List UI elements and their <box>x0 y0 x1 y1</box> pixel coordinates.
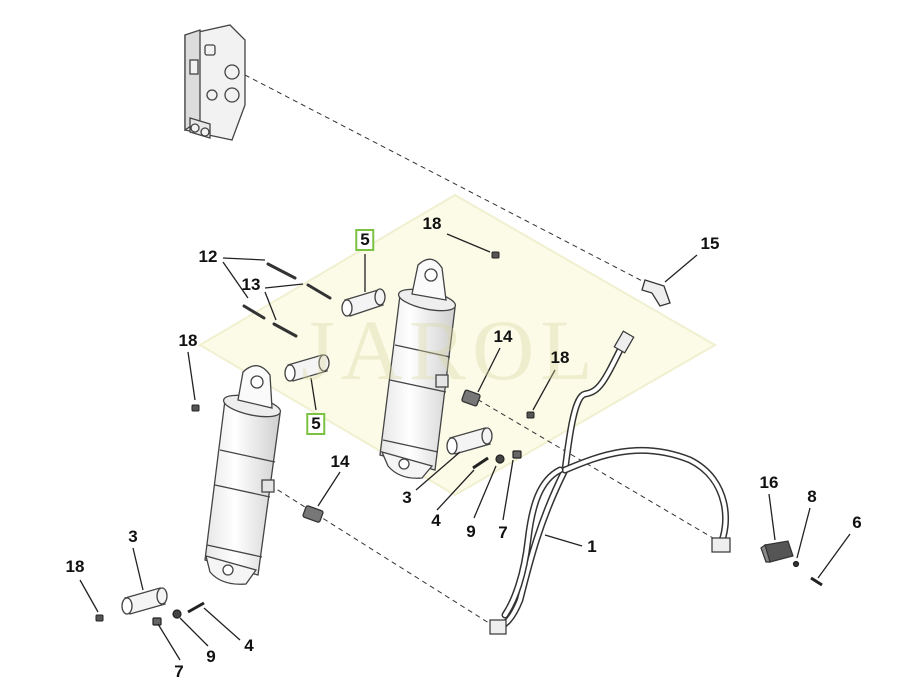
elbow-fitting-15 <box>641 279 671 307</box>
callout-16: 16 <box>759 473 779 492</box>
pin-3-lower <box>121 587 168 615</box>
watermark-diamond <box>198 193 718 497</box>
grease-nipples-18 <box>95 251 535 622</box>
callout-14-lower: 14 <box>330 452 350 471</box>
hydraulic-cylinder-left <box>204 365 282 585</box>
callout-18-left: 18 <box>178 331 198 350</box>
callout-18-bottom: 18 <box>65 557 85 576</box>
pin-3-upper <box>446 427 493 455</box>
callout-7-lower: 7 <box>174 662 184 681</box>
callout-1: 1 <box>587 537 597 556</box>
callout-15: 15 <box>700 234 720 253</box>
callout-14-upper: 14 <box>493 327 513 346</box>
small-hardware <box>152 450 823 626</box>
callout-5-upper-highlighted: 5 <box>355 229 375 251</box>
callout-18-top: 18 <box>422 214 442 233</box>
fitting-14-lower <box>302 505 324 523</box>
callout-5-lower-highlighted: 5 <box>306 413 326 435</box>
hydraulic-hoses <box>489 330 731 635</box>
pin-5-upper <box>341 288 386 317</box>
callout-8: 8 <box>807 487 817 506</box>
callout-7-upper: 7 <box>498 523 508 542</box>
callout-3-upper: 3 <box>402 488 412 507</box>
fitting-14-upper <box>461 389 481 407</box>
callout-9-upper: 9 <box>466 522 476 541</box>
callout-6: 6 <box>852 513 862 532</box>
callout-12: 12 <box>198 247 218 266</box>
callout-18-right: 18 <box>550 348 570 367</box>
callout-4-upper: 4 <box>431 511 441 530</box>
pin-5-lower <box>284 354 330 382</box>
block-16 <box>760 540 794 563</box>
hydraulic-cylinder-right <box>379 258 457 479</box>
callout-4-lower: 4 <box>244 636 254 655</box>
callout-9-lower: 9 <box>206 647 216 666</box>
control-valve <box>184 24 246 141</box>
callout-leaders <box>79 233 851 661</box>
callout-13: 13 <box>241 275 261 294</box>
callout-3-lower: 3 <box>128 527 138 546</box>
roll-pins <box>242 262 332 338</box>
